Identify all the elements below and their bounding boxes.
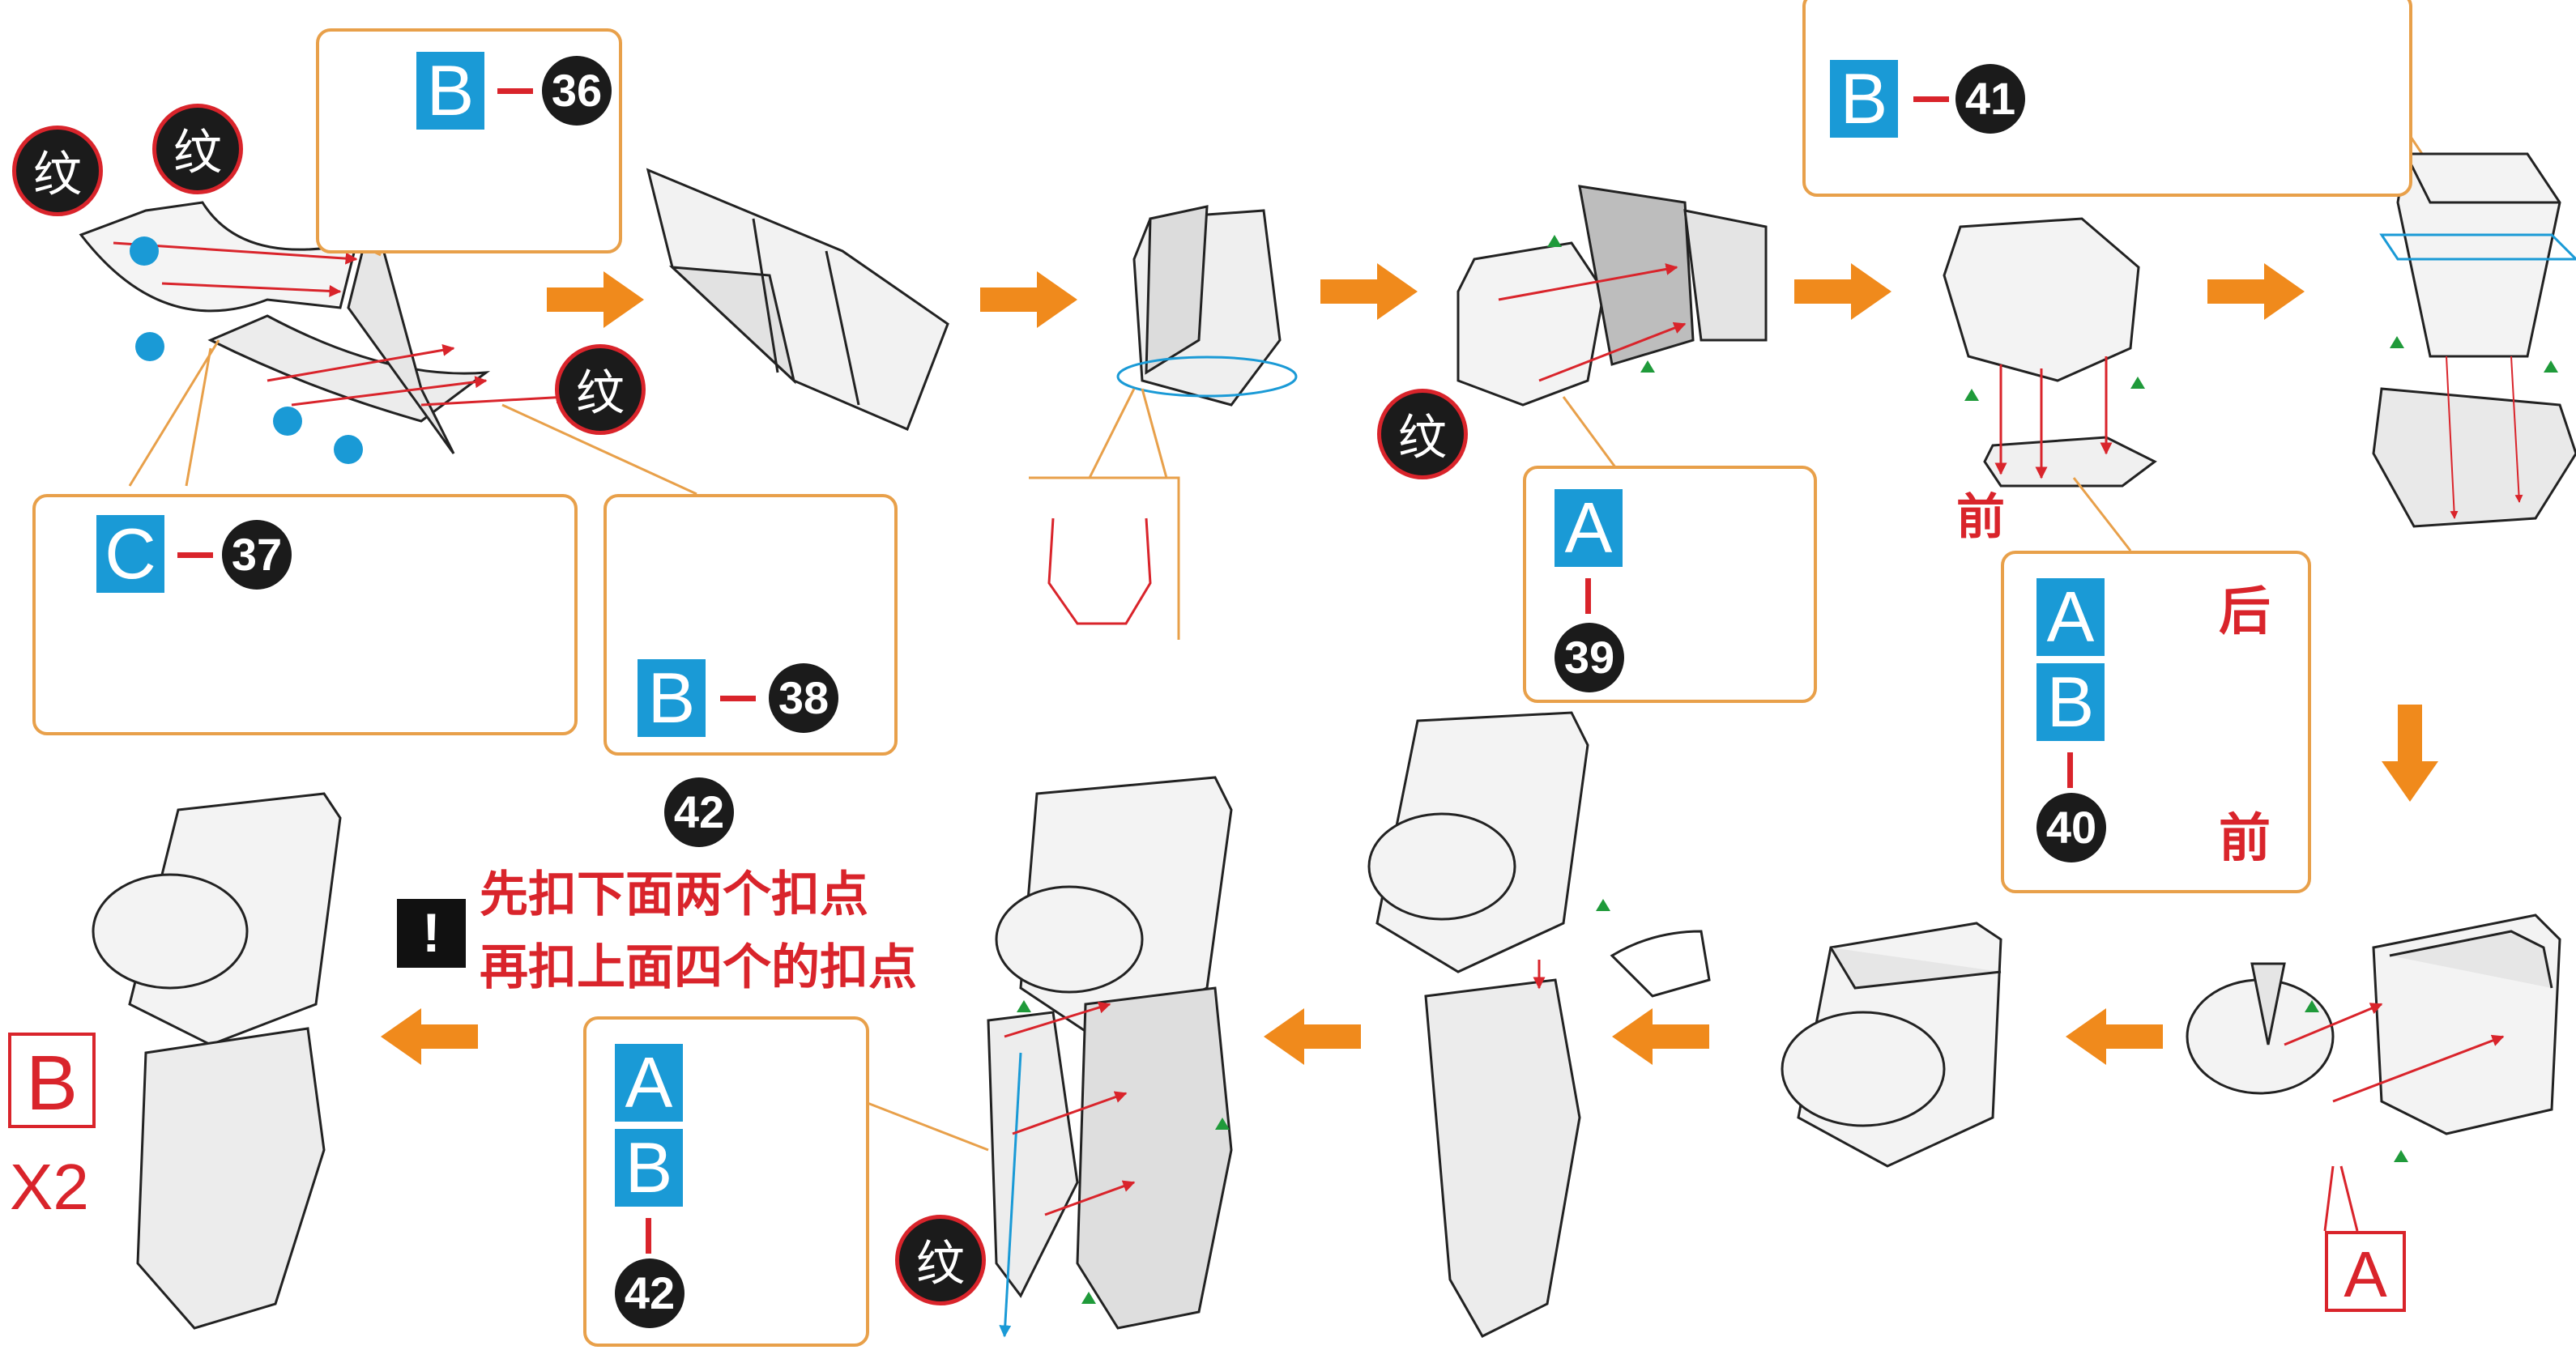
sheet-label-b: B <box>615 1129 683 1207</box>
step-number-42: 42 <box>664 777 734 847</box>
part-number: 40 <box>2036 793 2106 862</box>
part-37-box: C 37 <box>32 494 578 735</box>
step6-guide-triangles <box>2390 336 2558 373</box>
step5-leader <box>2072 477 2132 551</box>
step6-piece <box>2372 152 2576 528</box>
octagon-guide <box>1047 517 1152 625</box>
front-mark: 前 <box>1956 489 2005 546</box>
step10-piece <box>987 776 1233 1338</box>
step10-guide-triangles <box>1017 1000 1230 1304</box>
separator <box>720 696 756 701</box>
flow-arrow-right <box>547 271 644 328</box>
notice-line-2: 再扣上面四个的扣点 <box>480 939 917 996</box>
part-41-box: B 41 <box>1802 0 2412 197</box>
notice-line-1: 先扣下面两个扣点 <box>480 867 868 923</box>
step5-piece <box>1943 217 2157 488</box>
step3-piece <box>1116 205 1298 407</box>
separator <box>646 1218 651 1254</box>
step4-guide-triangles <box>1547 235 1655 373</box>
separator <box>2067 752 2073 788</box>
part-number: 37 <box>222 520 292 590</box>
sheet-label: B <box>638 659 706 737</box>
step9-guide-triangle <box>1596 899 1610 911</box>
flow-arrow-left <box>1264 1008 1361 1065</box>
part-42-box: A B 42 <box>583 1016 869 1347</box>
step7-guide-triangles <box>2305 1000 2408 1162</box>
part-40-box: A B 40 后 前 <box>2001 551 2311 893</box>
step7-label-leader <box>2323 1165 2359 1232</box>
step3-inset-frame <box>1029 388 1180 640</box>
flow-arrow-right <box>980 271 1077 328</box>
separator <box>497 88 533 94</box>
flow-arrow-down <box>2382 705 2438 802</box>
part-36-box: B 36 <box>316 28 622 253</box>
step2-piece <box>646 168 949 431</box>
result-sheet-label: B <box>8 1033 96 1128</box>
notice-icon: ! <box>397 899 466 968</box>
step8-piece <box>1781 922 2002 1168</box>
separator <box>1913 96 1949 102</box>
sheet-label: B <box>416 52 484 130</box>
step9-piece <box>1367 711 1711 1338</box>
part-number: 42 <box>615 1258 685 1328</box>
texture-marker: 纹 <box>895 1215 986 1305</box>
part-number: 41 <box>1955 64 2025 134</box>
flow-arrow-right <box>2207 263 2305 320</box>
flow-arrow-left <box>1612 1008 1709 1065</box>
part-38-box: B 38 <box>603 494 898 756</box>
part-number: 39 <box>1555 623 1624 692</box>
sheet-label-b: B <box>2036 663 2105 741</box>
texture-marker: 纹 <box>555 344 646 435</box>
part-number: 38 <box>769 663 838 733</box>
step4-leader <box>1562 396 1622 475</box>
sheet-label: B <box>1830 60 1898 138</box>
texture-marker: 纹 <box>152 104 243 194</box>
part-a-label: A <box>2325 1231 2406 1312</box>
separator <box>1585 578 1591 614</box>
sheet-label-a: A <box>2036 578 2105 656</box>
result-quantity: X2 <box>10 1151 89 1223</box>
front-label: 前 <box>2219 809 2271 869</box>
flow-arrow-right <box>1794 263 1891 320</box>
back-label: 后 <box>2219 582 2271 642</box>
flow-arrow-right <box>1320 263 1418 320</box>
sheet-label: A <box>1555 489 1623 567</box>
part-number: 36 <box>542 56 612 126</box>
step1-glue-dots <box>130 236 363 464</box>
texture-marker: 纹 <box>1377 389 1468 479</box>
step5-guide-triangles <box>1964 377 2145 401</box>
final-piece <box>92 792 342 1330</box>
step7-piece <box>2186 913 2561 1135</box>
texture-marker: 纹 <box>12 126 103 216</box>
flow-arrow-left <box>381 1008 478 1065</box>
separator <box>177 552 213 558</box>
part-39-box: A 39 <box>1523 466 1817 703</box>
step4-piece <box>1456 185 1768 407</box>
sheet-label-a: A <box>615 1044 683 1122</box>
sheet-label: C <box>96 515 164 593</box>
flow-arrow-left <box>2066 1008 2163 1065</box>
